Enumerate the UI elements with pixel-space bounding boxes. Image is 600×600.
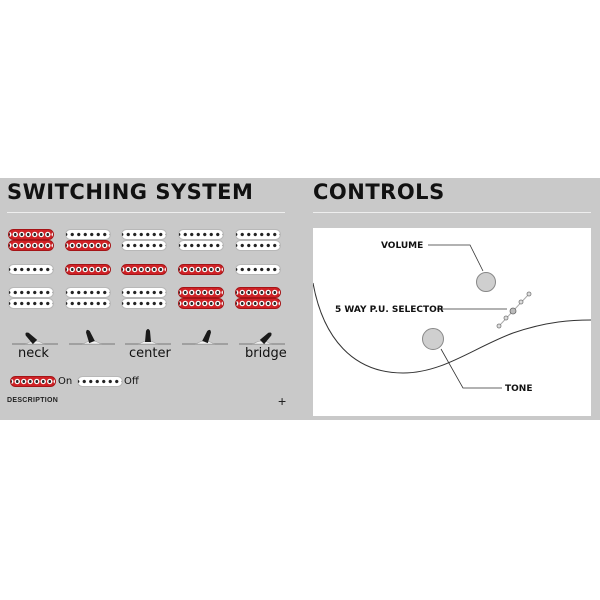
selector-label: 5 WAY P.U. SELECTOR: [335, 305, 444, 315]
volume-leader-line: [428, 244, 484, 272]
description-toggle-label[interactable]: DESCRIPTION: [7, 397, 59, 404]
selector-position-icon: [182, 329, 228, 345]
pickup-coil-off-icon: [235, 229, 281, 240]
pickup-coil-on-icon: [121, 264, 167, 275]
pickup-coil-off-icon: [8, 298, 54, 309]
pickup-coil-off-icon: [65, 298, 111, 309]
selector-position-icon: [12, 332, 58, 345]
selector-position-icon: [125, 329, 171, 345]
pickup-coil-off-icon: [178, 240, 224, 251]
legend-off-coil-icon: [77, 376, 123, 387]
tone-knob-icon: [422, 328, 444, 350]
position-label-bridge: bridge: [245, 346, 287, 361]
switching-title-underline: [7, 212, 285, 213]
pickup-coil-off-icon: [121, 240, 167, 251]
pickup-coil-on-icon: [8, 229, 54, 240]
pickup-coil-off-icon: [235, 240, 281, 251]
pickup-coil-on-icon: [235, 287, 281, 298]
selector-position-icon: [69, 329, 115, 345]
pickup-coil-off-icon: [235, 264, 281, 275]
controls-diagram: VOLUME 5 WAY P.U. SELECTOR TONE: [313, 228, 591, 416]
pickup-coil-on-icon: [8, 240, 54, 251]
pickup-coil-on-icon: [65, 264, 111, 275]
controls-illustration: VOLUME 5 WAY P.U. SELECTOR TONE: [313, 241, 591, 394]
pickup-coil-off-icon: [65, 287, 111, 298]
tone-leader-line: [440, 348, 502, 389]
position-label-neck: neck: [18, 346, 49, 361]
pickup-coil-on-icon: [178, 264, 224, 275]
pickup-coil-off-icon: [8, 264, 54, 275]
tone-label: TONE: [505, 384, 532, 394]
pickup-coil-on-icon: [235, 298, 281, 309]
pickup-coil-on-icon: [178, 287, 224, 298]
controls-title: CONTROLS: [313, 180, 445, 204]
switching-system-title: SWITCHING SYSTEM: [7, 180, 254, 204]
controls-title-underline: [313, 212, 591, 213]
pickup-coil-off-icon: [121, 298, 167, 309]
volume-knob-icon: [476, 272, 496, 292]
selector-position-icon: [239, 332, 285, 345]
pickup-coil-off-icon: [178, 229, 224, 240]
pickup-coil-on-icon: [65, 240, 111, 251]
pickup-coil-off-icon: [65, 229, 111, 240]
pickup-coil-off-icon: [121, 287, 167, 298]
pickup-coil-off-icon: [121, 229, 167, 240]
pickup-coil-off-icon: [8, 287, 54, 298]
position-label-center: center: [129, 346, 171, 361]
pickup-coil-on-icon: [178, 298, 224, 309]
legend-off-label: Off: [124, 376, 139, 387]
volume-label: VOLUME: [381, 241, 423, 251]
guitar-body-outline: [313, 282, 591, 374]
plus-icon[interactable]: +: [278, 393, 287, 409]
legend-on-coil-icon: [10, 376, 56, 387]
selector-switch-icon: [496, 291, 532, 329]
legend-on-label: On: [58, 376, 73, 387]
